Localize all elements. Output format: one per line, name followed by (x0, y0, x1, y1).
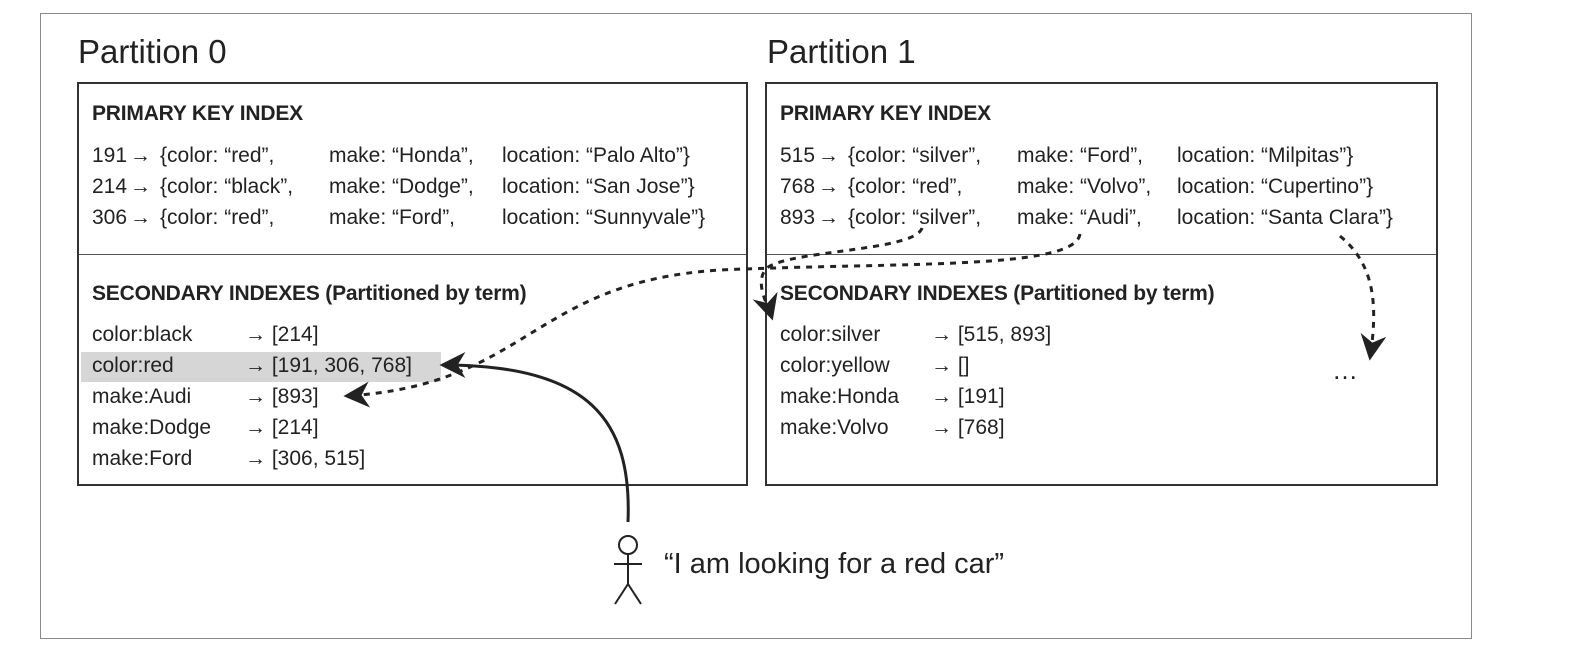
person-icon (614, 535, 642, 605)
partition-1-primary-heading: PRIMARY KEY INDEX (780, 102, 991, 125)
query-caption: “I am looking for a red car” (664, 548, 1005, 580)
location-arrow (1339, 234, 1387, 361)
partition-0-title: Partition 0 (78, 33, 227, 70)
partition-1-title: Partition 1 (767, 33, 916, 70)
partition-1-divider (767, 254, 1436, 255)
partition-0-secondary-heading: SECONDARY INDEXES (Partitioned by term) (92, 282, 527, 305)
highlight-color-red (81, 352, 441, 382)
make-audi-arrow (343, 233, 1082, 408)
partition-0-divider (79, 254, 746, 255)
partition-1-box: PRIMARY KEY INDEX 515 → {color: “silver”… (765, 82, 1438, 486)
color-silver-arrow (752, 227, 924, 321)
partition-0-primary-heading: PRIMARY KEY INDEX (92, 102, 303, 125)
partition-1-secondary-heading: SECONDARY INDEXES (Partitioned by term) (780, 282, 1215, 305)
partition-0-box: PRIMARY KEY INDEX 191 → {color: “red”, m… (77, 82, 748, 486)
diagram-frame (40, 13, 1472, 639)
query-arrow (439, 352, 630, 523)
ellipsis: … (1332, 355, 1360, 385)
